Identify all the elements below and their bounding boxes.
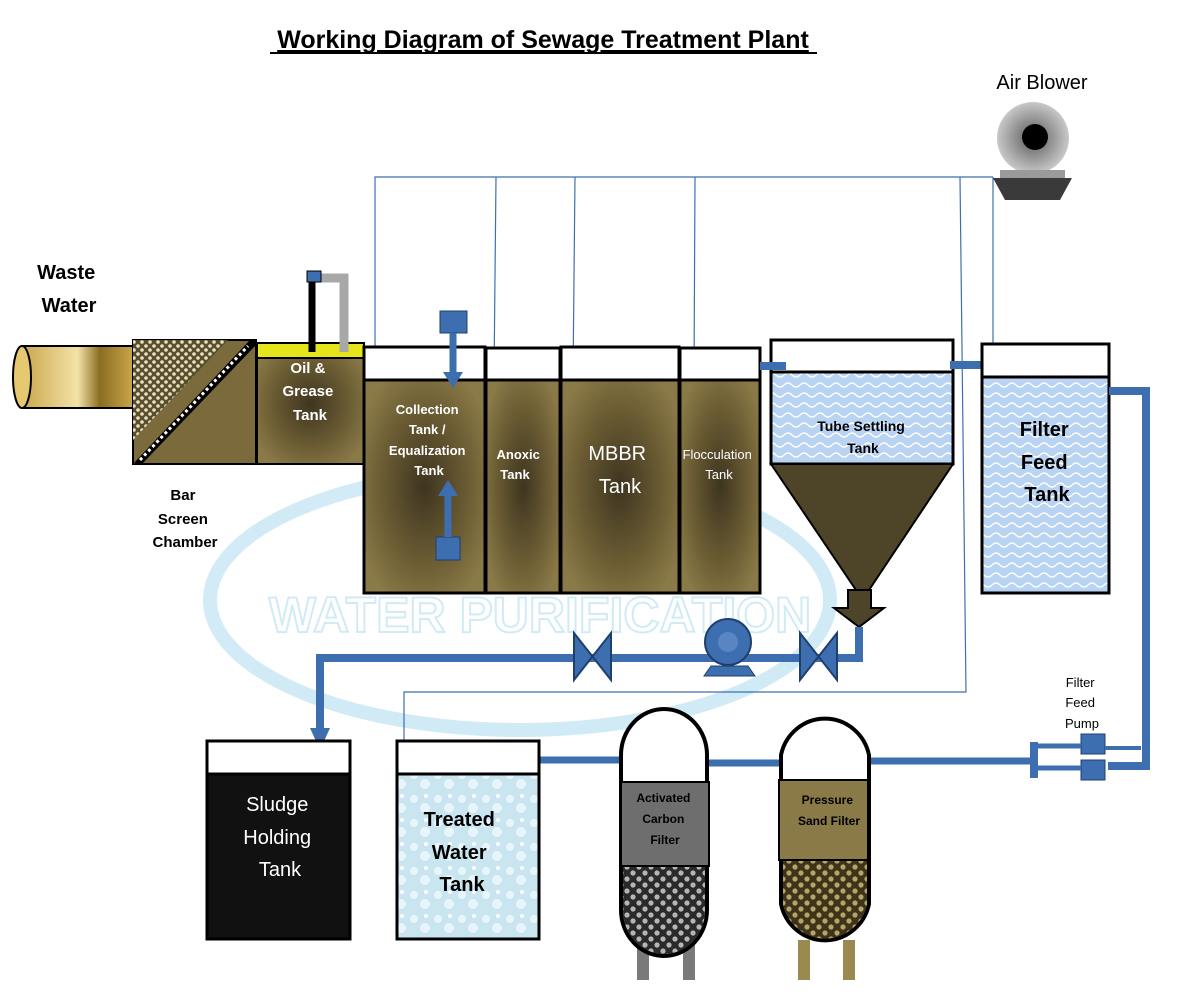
tube-settling-tank [760, 338, 992, 629]
air-blower-label: Air Blower [996, 72, 1087, 94]
inlet-pipe [12, 345, 134, 409]
sludge-label: Sludge Holding Tank [243, 794, 316, 881]
pump-icon [703, 618, 756, 677]
oil-grease-label: Oil & Grease Tank [282, 360, 337, 424]
anoxic-label: Anoxic Tank [497, 447, 544, 482]
bar-screen-chamber [132, 339, 257, 465]
flocculation-label: Flocculation Tank [683, 447, 756, 482]
sludge-holding-tank [205, 739, 352, 941]
sludge-arrow [310, 728, 330, 750]
pressure-sand-filter [778, 716, 871, 980]
oil-grease-tank [256, 270, 365, 465]
filter-feed-pump-label: Filter Feed Pump [1065, 675, 1099, 731]
treated-water-tank [395, 739, 541, 941]
collection-tank [362, 310, 487, 595]
waste-water-label: Waste Water [37, 262, 101, 317]
filter-connection-pipe [540, 756, 1034, 767]
valve-right-icon [799, 630, 838, 683]
mbbr-tank [559, 345, 681, 595]
sand-filter-label: Pressure Sand Filter [798, 793, 860, 828]
filter-feed-pipe [1108, 387, 1150, 770]
filter-feed-tank [980, 342, 1111, 595]
valve-left-icon [573, 630, 612, 683]
treated-water-label: Treated Water Tank [424, 809, 501, 896]
tube-settling-label: Tube Settling Tank [817, 418, 909, 456]
air-blower-icon: Air Blower [993, 72, 1088, 200]
mbbr-label: MBBR Tank [588, 443, 651, 498]
collection-label: Collection Tank / Equalization Tank [389, 402, 469, 478]
carbon-filter-label: Activated Carbon Filter [636, 791, 693, 847]
flocculation-tank [678, 346, 762, 595]
bar-screen-label: Bar Screen Chamber [152, 487, 217, 551]
filter-feed-pump-icon [1030, 733, 1141, 781]
anoxic-tank [484, 346, 562, 595]
page-title: Working Diagram of Sewage Treatment Plan… [277, 26, 809, 54]
filter-feed-tank-label: Filter Feed Tank [1020, 419, 1074, 506]
activated-carbon-filter [619, 707, 710, 980]
